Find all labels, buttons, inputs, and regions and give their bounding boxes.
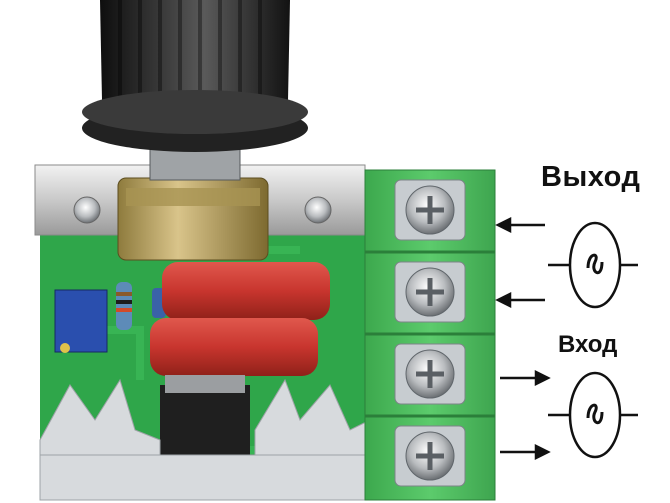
terminal-screw-1 xyxy=(394,179,466,241)
capacitor-bottom xyxy=(150,318,318,376)
triac xyxy=(160,385,250,465)
bracket-screw-right xyxy=(304,196,332,224)
capacitor-top xyxy=(162,262,330,320)
terminal-screw-4 xyxy=(394,425,466,487)
output-label: Выход xyxy=(541,161,641,193)
terminal-screw-3 xyxy=(394,343,466,405)
bracket-screw-left xyxy=(73,196,101,224)
ac-source-symbol-output xyxy=(548,221,638,309)
ac-source-symbol-input xyxy=(548,371,638,459)
resistor xyxy=(116,282,132,330)
arrow-right-icon xyxy=(500,369,551,461)
knob-icon xyxy=(100,0,290,100)
terminal-screw-2 xyxy=(394,261,466,323)
input-label: Вход xyxy=(558,331,618,358)
trimmer-potentiometer xyxy=(54,289,108,353)
arrow-left-icon xyxy=(495,216,545,309)
